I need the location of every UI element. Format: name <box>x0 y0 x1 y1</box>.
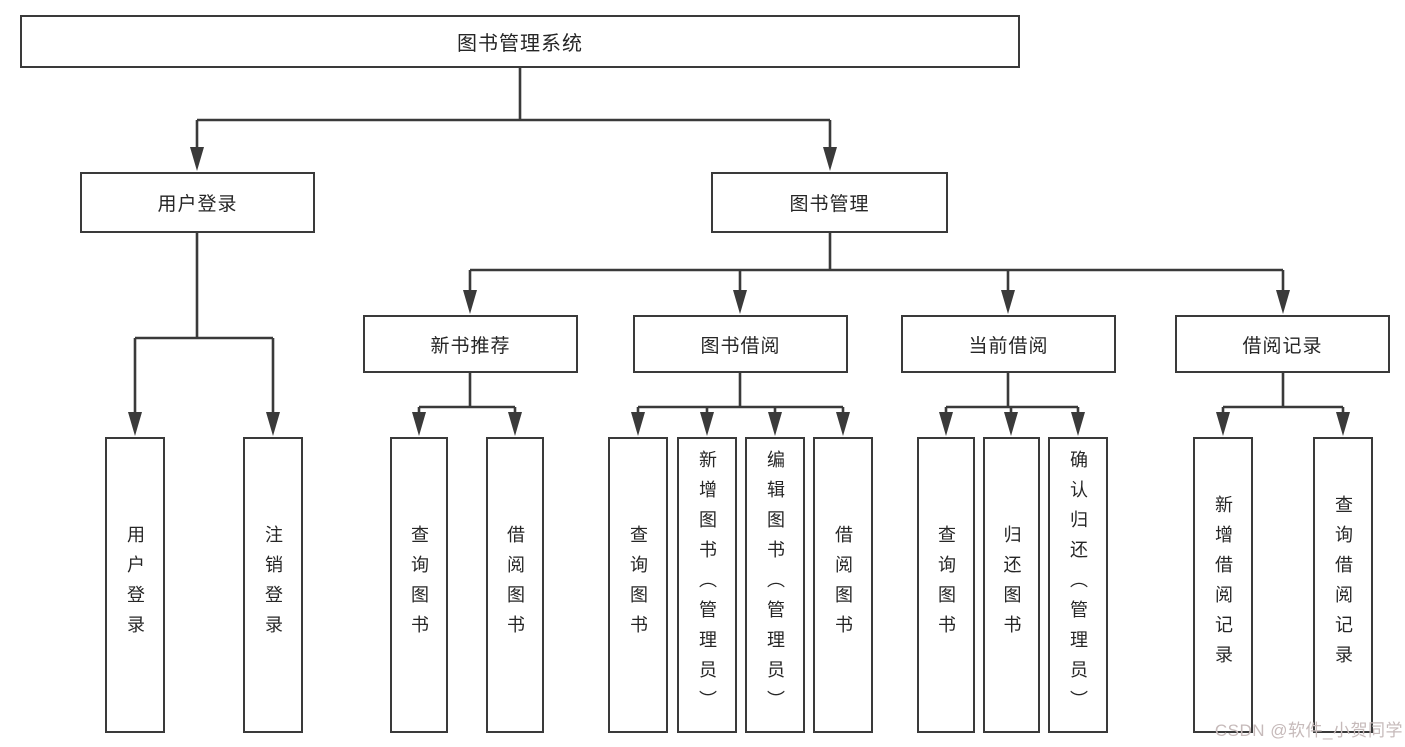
node-new-book-recommend: 新书推荐 <box>363 315 578 373</box>
node-label: 图书借阅 <box>700 335 781 357</box>
leaf-newbook-borrow-books: 借阅图书 <box>486 437 544 733</box>
node-book-management: 图书管理 <box>711 172 948 233</box>
connector-new-book-branch <box>412 373 522 436</box>
node-label: 查询图书 <box>628 525 648 645</box>
node-label: 注销登录 <box>263 525 283 645</box>
connector-user-login-branch <box>128 233 280 436</box>
node-book-borrow: 图书借阅 <box>633 315 848 373</box>
leaf-borrow-query-books: 查询图书 <box>608 437 668 733</box>
node-borrow-records: 借阅记录 <box>1175 315 1390 373</box>
leaf-borrow-edit-books-admin: 编辑图书（管理员） <box>745 437 805 733</box>
connector-book-borrow-branch <box>631 373 850 436</box>
connector-borrow-records-branch <box>1216 373 1350 436</box>
leaf-records-add-record: 新增借阅记录 <box>1193 437 1253 733</box>
csdn-watermark: CSDN @软件_小贺同学 <box>1214 721 1403 740</box>
node-label: 确认归还（管理员） <box>1068 450 1088 720</box>
node-label: 用户登录 <box>157 194 238 215</box>
leaf-user-login: 用户登录 <box>105 437 165 733</box>
node-label: 查询图书 <box>409 525 429 645</box>
connector-current-borrow-branch <box>939 373 1085 436</box>
node-label: 借阅记录 <box>1242 335 1323 357</box>
node-label: 图书管理系统 <box>457 33 583 55</box>
node-label: 查询图书 <box>936 525 956 645</box>
node-label: 新增借阅记录 <box>1213 495 1233 675</box>
node-label: 编辑图书（管理员） <box>765 450 785 720</box>
node-label: 借阅图书 <box>505 525 525 645</box>
leaf-current-return-books: 归还图书 <box>983 437 1040 733</box>
node-current-borrow: 当前借阅 <box>901 315 1116 373</box>
leaf-records-query-record: 查询借阅记录 <box>1313 437 1373 733</box>
leaf-current-query-books: 查询图书 <box>917 437 975 733</box>
node-root: 图书管理系统 <box>20 15 1020 68</box>
leaf-current-confirm-return-admin: 确认归还（管理员） <box>1048 437 1108 733</box>
node-label: 查询借阅记录 <box>1333 495 1353 675</box>
node-label: 新增图书（管理员） <box>697 450 717 720</box>
node-label: 当前借阅 <box>968 335 1049 357</box>
leaf-borrow-borrow-books: 借阅图书 <box>813 437 873 733</box>
connector-root-to-level2 <box>190 68 837 171</box>
node-user-login: 用户登录 <box>80 172 315 233</box>
leaf-logout: 注销登录 <box>243 437 303 733</box>
connector-book-management-to-level3 <box>463 233 1290 314</box>
leaf-borrow-add-books-admin: 新增图书（管理员） <box>677 437 737 733</box>
node-label: 新书推荐 <box>430 335 511 357</box>
node-label: 归还图书 <box>1001 525 1022 645</box>
leaf-newbook-query-books: 查询图书 <box>390 437 448 733</box>
node-label: 用户登录 <box>125 525 145 645</box>
node-label: 借阅图书 <box>833 525 853 645</box>
node-label: 图书管理 <box>789 194 870 215</box>
